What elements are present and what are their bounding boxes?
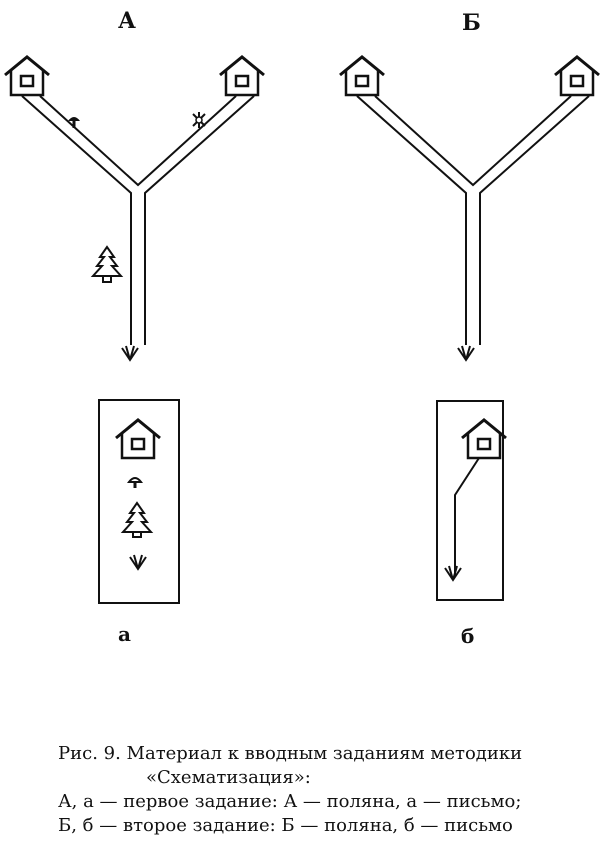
grass-icon	[129, 554, 147, 571]
caption-line-4: Б, б — второе задание: Б — поляна, б — п…	[58, 815, 513, 836]
fir-tree-icon	[90, 245, 124, 283]
flower-icon	[192, 112, 206, 128]
panel-a-title: А	[118, 8, 136, 34]
caption-line-1: Рис. 9. Материал к вводным заданиям мето…	[58, 743, 523, 764]
panel-b-title: Б	[462, 10, 481, 36]
panel-b-roads	[356, 95, 590, 345]
grass-icon	[121, 345, 139, 362]
card-a	[98, 399, 180, 604]
mushroom-icon	[68, 117, 80, 128]
caption-line-3: А, а — первое задание: А — поляна, а — п…	[58, 791, 522, 812]
caption-line-2: «Схематизация»:	[146, 767, 311, 788]
panel-a-roads	[21, 95, 255, 345]
grass-icon	[457, 345, 475, 362]
figure-caption: Рис. 9. Материал к вводным заданиям мето…	[58, 742, 598, 838]
house-icon	[338, 55, 386, 97]
card-b-label: б	[461, 624, 475, 648]
grass-icon	[444, 565, 462, 582]
house-icon	[218, 55, 266, 97]
house-icon	[553, 55, 601, 97]
house-icon	[3, 55, 51, 97]
mushroom-icon	[126, 477, 144, 488]
house-icon	[114, 418, 162, 460]
house-icon	[460, 418, 508, 460]
card-b	[436, 400, 504, 601]
card-a-label: а	[118, 622, 131, 646]
card-b-path	[454, 457, 480, 575]
fir-tree-icon	[120, 501, 154, 538]
